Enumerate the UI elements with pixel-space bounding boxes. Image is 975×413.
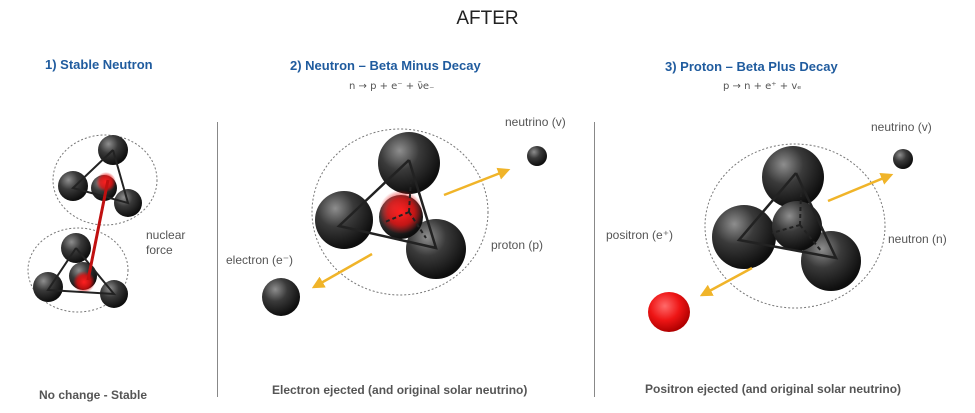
beta-minus-diagram [262,129,547,316]
positron-label: positron (e⁺) [606,228,673,242]
neutrino-label-3: neutrino (v) [871,120,932,134]
panel-2-caption: Electron ejected (and original solar neu… [272,383,527,397]
panel-1-caption: No change - Stable [39,388,147,402]
stable-neutron-diagram [28,135,157,312]
beta-plus-diagram [648,144,913,332]
panel-3-caption: Positron ejected (and original solar neu… [645,382,901,396]
electron-label: electron (e⁻) [226,253,293,267]
proton-label: proton (p) [491,238,543,252]
neutrino-label-2: neutrino (v) [505,115,566,129]
neutron-label: neutron (n) [888,232,947,246]
